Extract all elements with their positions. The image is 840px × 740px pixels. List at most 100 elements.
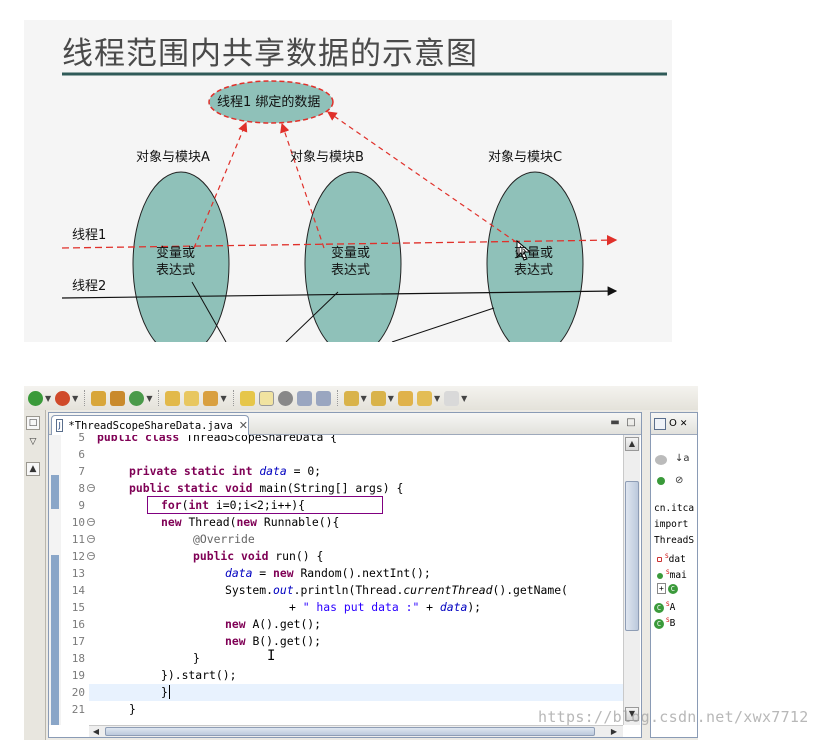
minimize-icon[interactable]: ▬ <box>610 417 620 428</box>
vertical-scrollbar[interactable]: ▲ ▼ <box>623 435 640 725</box>
thread2-label: 线程2 <box>72 279 107 294</box>
code-line-18: } <box>193 651 200 665</box>
outline-toolbar: ↓a ⊘ <box>651 453 697 499</box>
view-menu-icon[interactable]: ▽ <box>29 437 37 447</box>
code-line-7: private static int data = 0; <box>129 464 322 478</box>
scroll-down-icon[interactable]: ▼ <box>625 707 639 721</box>
scroll-up-icon[interactable]: ▲ <box>625 437 639 451</box>
chevron-down-icon[interactable]: ▼ <box>146 393 153 403</box>
back-icon[interactable] <box>416 390 432 406</box>
debug-icon[interactable] <box>55 390 71 406</box>
module-b-label: 对象与模块B <box>290 150 364 165</box>
chevron-down-icon[interactable]: ▼ <box>72 393 79 403</box>
hide-nonpublic-icon[interactable]: ⊘ <box>675 475 684 486</box>
close-icon[interactable]: ✕ <box>238 419 248 432</box>
chevron-down-icon[interactable]: ▼ <box>387 393 394 403</box>
field-icon <box>657 557 662 563</box>
fold-toggle-icon[interactable]: − <box>87 517 95 526</box>
line-number: 16 <box>71 618 85 631</box>
search-icon[interactable] <box>203 390 219 406</box>
prev-annotation-icon[interactable] <box>370 390 386 406</box>
thread2-line <box>61 286 618 299</box>
fold-toggle-icon[interactable]: − <box>87 483 95 492</box>
code-line-17: new B().get(); <box>225 634 322 648</box>
highlight-icon[interactable] <box>258 390 274 406</box>
horizontal-scrollbar[interactable]: ◀ ▶ <box>89 725 623 737</box>
code-area[interactable]: public class ThreadScopeShareData { priv… <box>89 435 623 725</box>
horizontal-scroll-thumb[interactable] <box>105 727 595 736</box>
line-number: 10 <box>71 516 85 529</box>
run-icon[interactable] <box>28 390 43 406</box>
new-class-icon[interactable] <box>110 390 126 406</box>
next-annotation-icon[interactable] <box>343 390 359 406</box>
fold-toggle-icon[interactable]: − <box>87 551 95 560</box>
module-a-ellipse <box>132 171 230 342</box>
outline-method-main[interactable]: Smai <box>657 565 687 581</box>
outline-package[interactable]: cn.itca <box>654 503 695 514</box>
chevron-down-icon[interactable]: ▼ <box>45 393 52 403</box>
code-line-5: public class ThreadScopeShareData { <box>97 435 338 444</box>
class-icon: C <box>654 618 664 629</box>
scroll-left-icon[interactable]: ◀ <box>92 727 100 736</box>
scroll-up-icon[interactable]: ▲ <box>26 462 40 476</box>
change-ruler <box>51 435 59 725</box>
outline-inner-class[interactable]: +C <box>657 581 680 597</box>
current-line-highlight <box>89 684 623 701</box>
outline-field-data[interactable]: Sdat <box>657 549 686 565</box>
line-number: 5 <box>78 431 85 444</box>
outline-view-icon <box>654 417 666 430</box>
maximize-icon[interactable]: □ <box>626 417 636 428</box>
line-number: 8 <box>78 482 85 495</box>
outline-header[interactable]: O ✕ <box>651 413 697 435</box>
block-select-icon[interactable] <box>296 390 312 406</box>
bookmark-icon[interactable] <box>277 390 293 406</box>
outline-imports[interactable]: import <box>654 519 689 530</box>
selection-box <box>147 496 383 514</box>
last-edit-icon[interactable] <box>397 390 413 406</box>
forward-icon[interactable] <box>444 390 460 406</box>
vertical-scroll-thumb[interactable] <box>625 481 639 631</box>
toolbar-separator <box>232 390 234 406</box>
line-number: 18 <box>71 652 85 665</box>
code-line-20: } <box>161 685 168 699</box>
fold-toggle-icon[interactable]: − <box>87 534 95 543</box>
arrow-a-to-bubble <box>193 121 248 249</box>
show-whitespace-icon[interactable] <box>315 390 331 406</box>
module-c-ellipse <box>486 171 584 342</box>
arrow-c-to-bubble <box>327 111 517 243</box>
chevron-down-icon[interactable]: ▼ <box>461 393 468 403</box>
class-icon: C <box>667 583 678 594</box>
diagram-slide: 线程范围内共享数据的示意图 线程1 绑定的数据 对象与模块A 对象与模块B 对象… <box>24 20 672 342</box>
arrow-b-to-bubble <box>280 122 325 249</box>
text-caret <box>169 685 170 699</box>
line-number: 11 <box>71 533 85 546</box>
chevron-down-icon[interactable]: ▼ <box>433 393 441 403</box>
outline-class[interactable]: ThreadS <box>654 535 695 546</box>
close-icon[interactable]: ✕ <box>679 418 688 429</box>
scroll-right-icon[interactable]: ▶ <box>610 727 618 736</box>
hide-static-icon[interactable] <box>657 477 665 485</box>
open-type-icon[interactable] <box>129 390 145 406</box>
open-file-icon[interactable] <box>184 390 200 406</box>
java-file-icon: J <box>56 419 64 432</box>
thread1-data-label: 线程1 绑定的数据 <box>217 95 321 110</box>
line-number: 6 <box>78 448 85 461</box>
chevron-down-icon[interactable]: ▼ <box>360 393 367 403</box>
code-line-12: public void run() { <box>193 549 324 563</box>
class-icon: C <box>654 602 664 613</box>
restore-view-icon[interactable]: □ <box>26 416 40 430</box>
new-package-icon[interactable] <box>91 390 107 406</box>
line-number: 9 <box>78 499 85 512</box>
chevron-down-icon[interactable]: ▼ <box>220 393 227 403</box>
thread1-data-bubble <box>208 80 334 124</box>
thread2-branch-b <box>285 291 339 342</box>
expand-icon[interactable]: + <box>657 583 666 594</box>
hide-fields-icon[interactable] <box>655 455 667 465</box>
sort-icon[interactable]: ↓a <box>675 453 690 464</box>
editor-tab[interactable]: J *ThreadScopeShareData.java ✕ <box>51 415 249 435</box>
marker-icon[interactable] <box>239 390 255 406</box>
open-folder-icon[interactable] <box>165 390 181 406</box>
code-line-14: System.out.println(Thread.currentThread(… <box>225 583 568 597</box>
